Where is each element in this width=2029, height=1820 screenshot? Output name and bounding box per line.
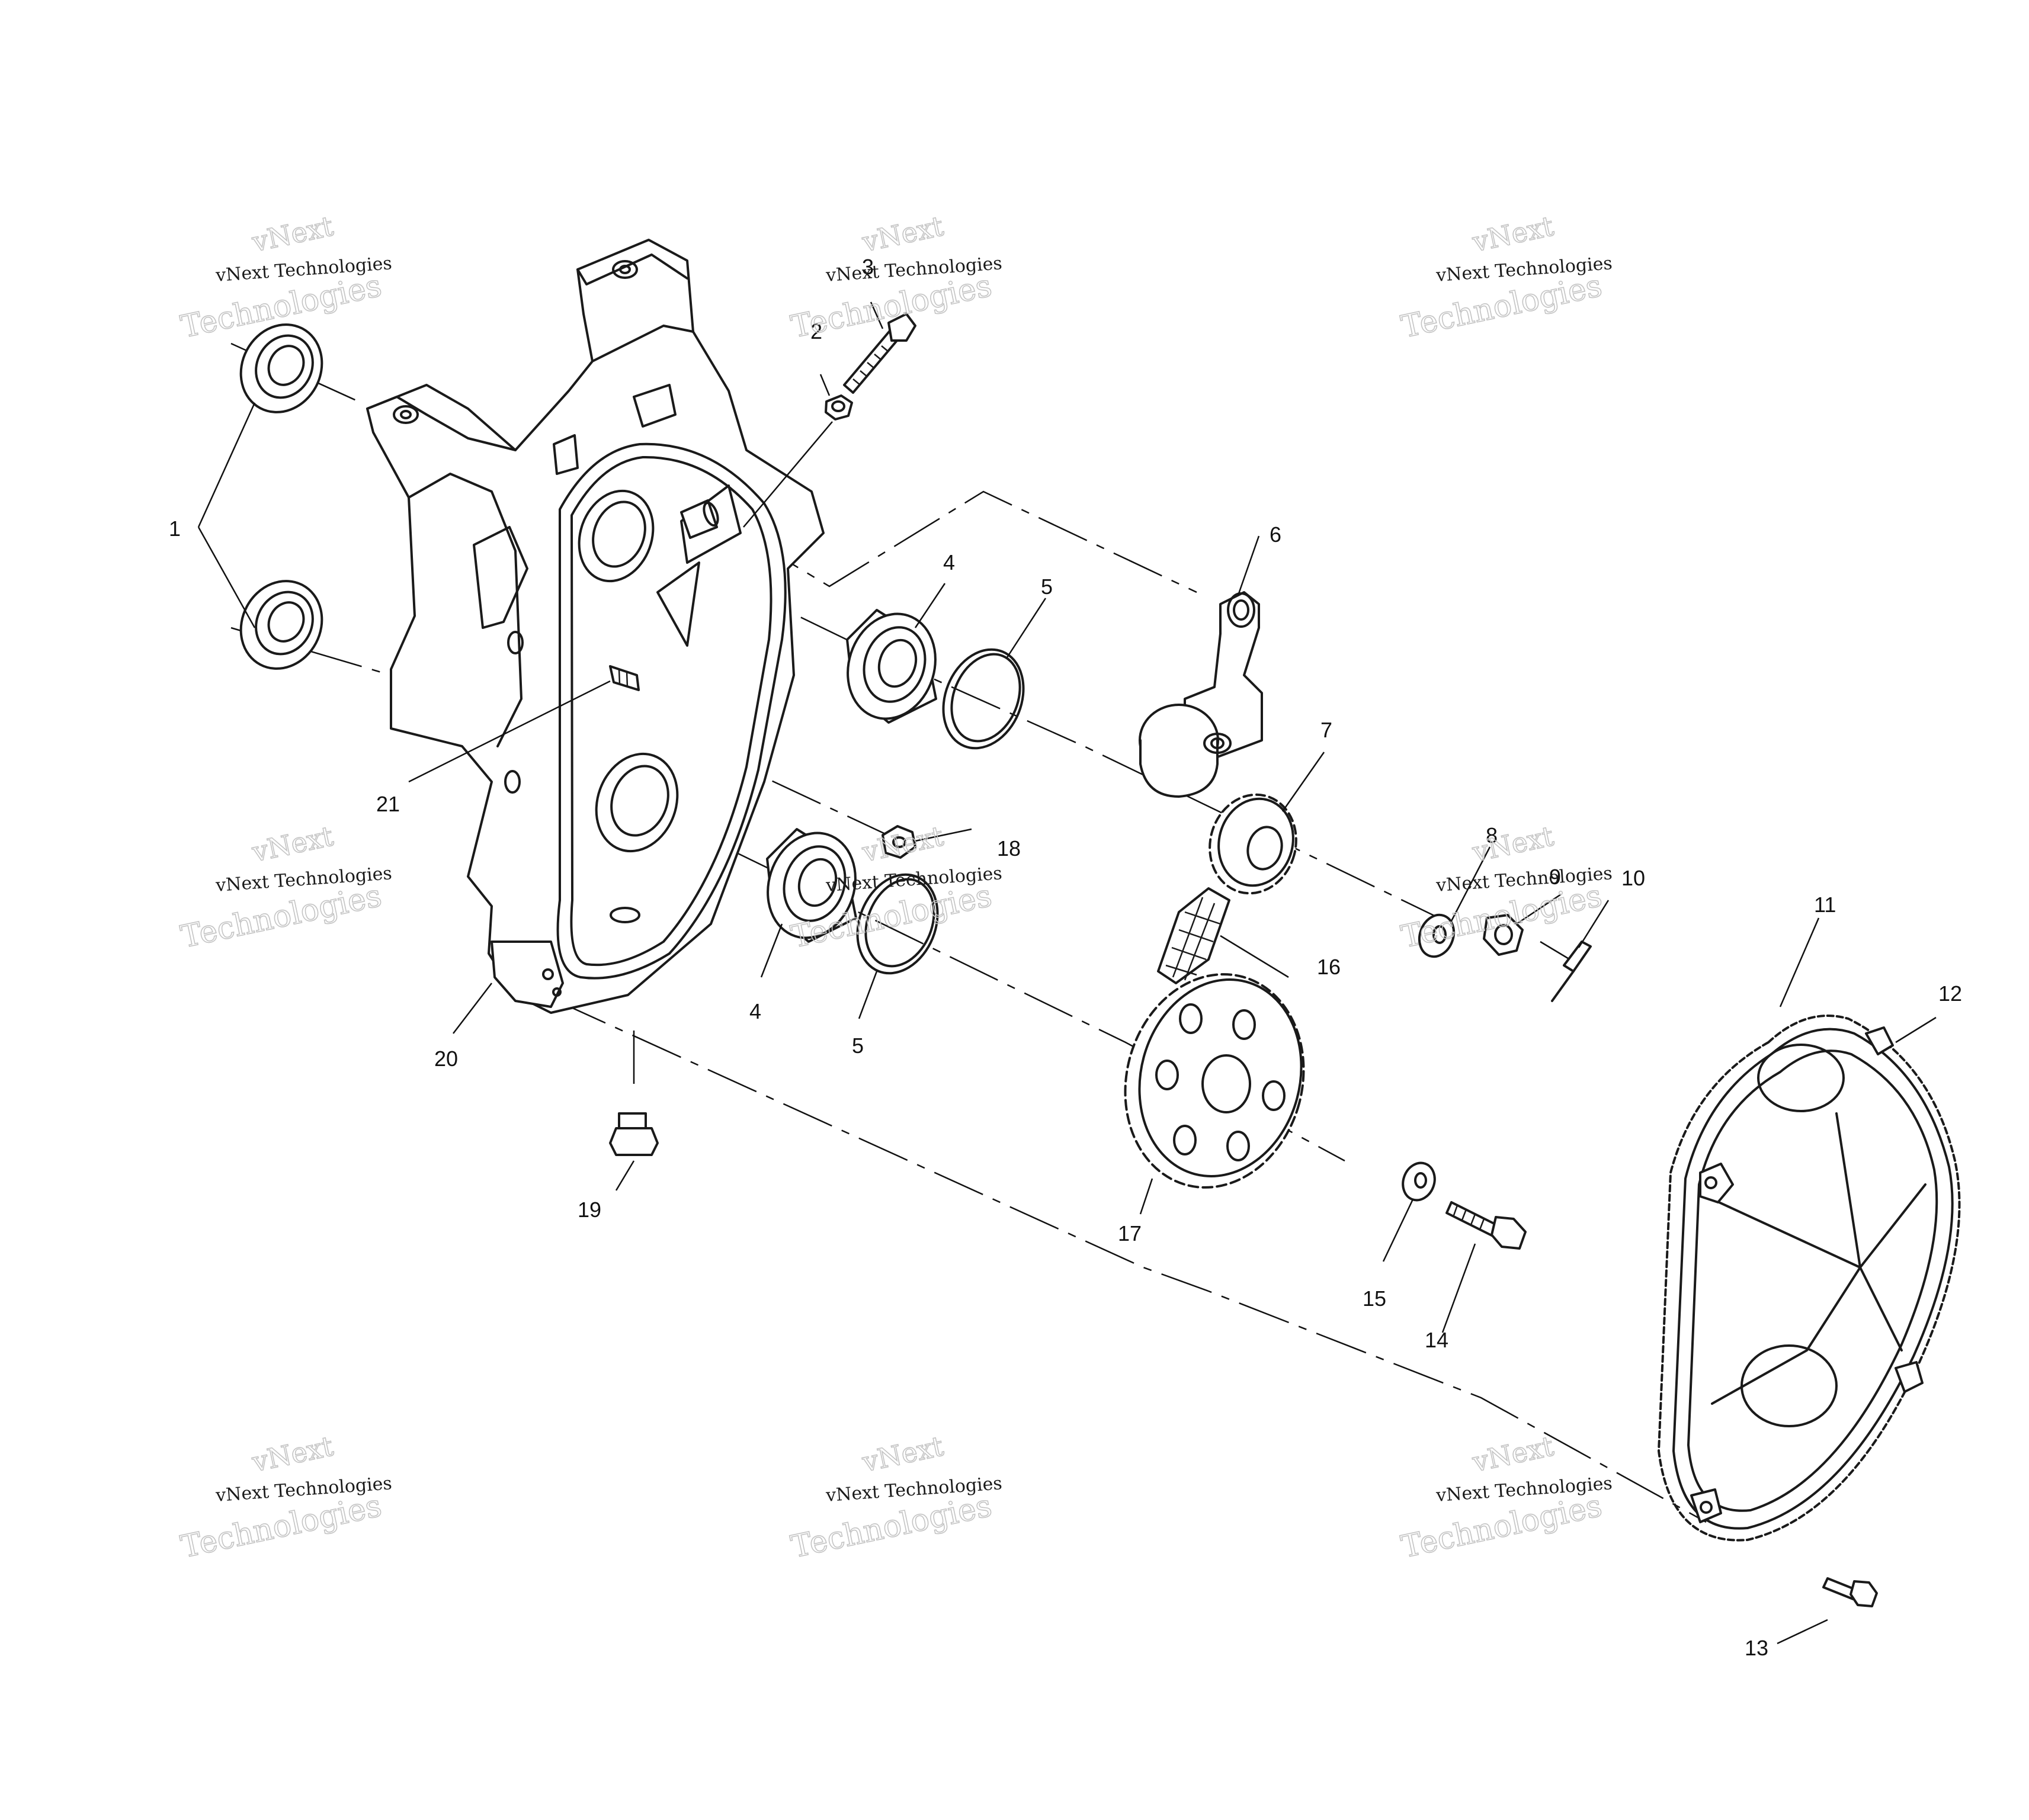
part-17-lower-sprocket [1124, 973, 1305, 1189]
callout-3: 3 [862, 255, 874, 279]
part-14-bolt [1445, 1201, 1527, 1250]
callout-7: 7 [1320, 718, 1332, 742]
part-9-nut [1483, 914, 1524, 956]
part-3-bolt [843, 313, 916, 394]
watermark: vNext vNext Technologies Technologies [1397, 1429, 1613, 1565]
callout-10: 10 [1621, 866, 1645, 890]
callout-12: 12 [1938, 981, 1962, 1006]
part-2-nut [825, 394, 853, 421]
callout-6: 6 [1270, 522, 1281, 547]
part-4-bearing-upper [846, 609, 937, 724]
part-20-chaincase-housing [366, 239, 825, 1014]
part-12-chaincase-cover [1672, 1026, 1954, 1530]
part-7-upper-sprocket [1209, 793, 1297, 895]
part-5-snap-ring-upper [942, 648, 1025, 750]
callout-4-lower: 4 [749, 999, 761, 1023]
part-21-stud [609, 665, 640, 691]
watermark-vnext: vNext [249, 1430, 336, 1478]
callout-16: 16 [1317, 955, 1341, 979]
callout-5-lower: 5 [852, 1033, 864, 1058]
watermark-vnext: vNext [1469, 820, 1557, 868]
part-13-bolt [1822, 1577, 1878, 1607]
watermark-vnext: vNext [859, 1430, 947, 1478]
part-6-chain-tensioner [1139, 591, 1263, 798]
part-1-seal-lower [239, 580, 323, 670]
part-5-snap-ring-lower [856, 873, 939, 975]
watermark-vnext: vNext [1469, 1430, 1557, 1478]
callout-17: 17 [1118, 1221, 1142, 1246]
part-8-washer [1418, 913, 1456, 958]
callout-8: 8 [1486, 823, 1498, 848]
watermark: vNext vNext Technologies Technologies [177, 819, 392, 955]
leader-lines [197, 301, 1937, 1645]
watermark-vnext: vNext [859, 210, 947, 258]
callout-14: 14 [1425, 1328, 1448, 1352]
watermark-vnext: vNext [249, 210, 336, 258]
callout-13: 13 [1745, 1636, 1768, 1660]
callout-21: 21 [376, 792, 400, 816]
callout-1: 1 [169, 516, 181, 541]
callout-5-upper: 5 [1041, 574, 1053, 599]
callout-9: 9 [1549, 865, 1561, 889]
callout-labels: 1 2 3 4 5 6 7 8 9 10 11 12 13 14 15 16 1… [169, 255, 1962, 1660]
part-19-drain-plug [609, 1112, 659, 1156]
callout-11: 11 [1814, 893, 1836, 917]
callout-20: 20 [434, 1047, 458, 1071]
callout-18: 18 [997, 836, 1021, 861]
part-4-bearing-lower [766, 828, 857, 943]
part-10-cotter-pin [1551, 941, 1592, 1002]
watermark-vnext: vNext [1469, 210, 1557, 258]
watermark: vNext vNext Technologies Technologies [1397, 209, 1613, 345]
callout-4-upper: 4 [943, 550, 955, 574]
callout-15: 15 [1363, 1286, 1386, 1311]
watermark: vNext vNext Technologies Technologies [787, 1429, 1002, 1565]
callout-19: 19 [578, 1198, 601, 1222]
part-1-seal-upper [239, 323, 323, 413]
part-15-washer [1402, 1161, 1436, 1202]
watermark-vnext: vNext [249, 820, 336, 868]
part-18-nut [882, 825, 916, 859]
part-16-chain [1157, 887, 1230, 984]
callout-2: 2 [810, 319, 822, 344]
watermark: vNext vNext Technologies Technologies [177, 1429, 392, 1565]
